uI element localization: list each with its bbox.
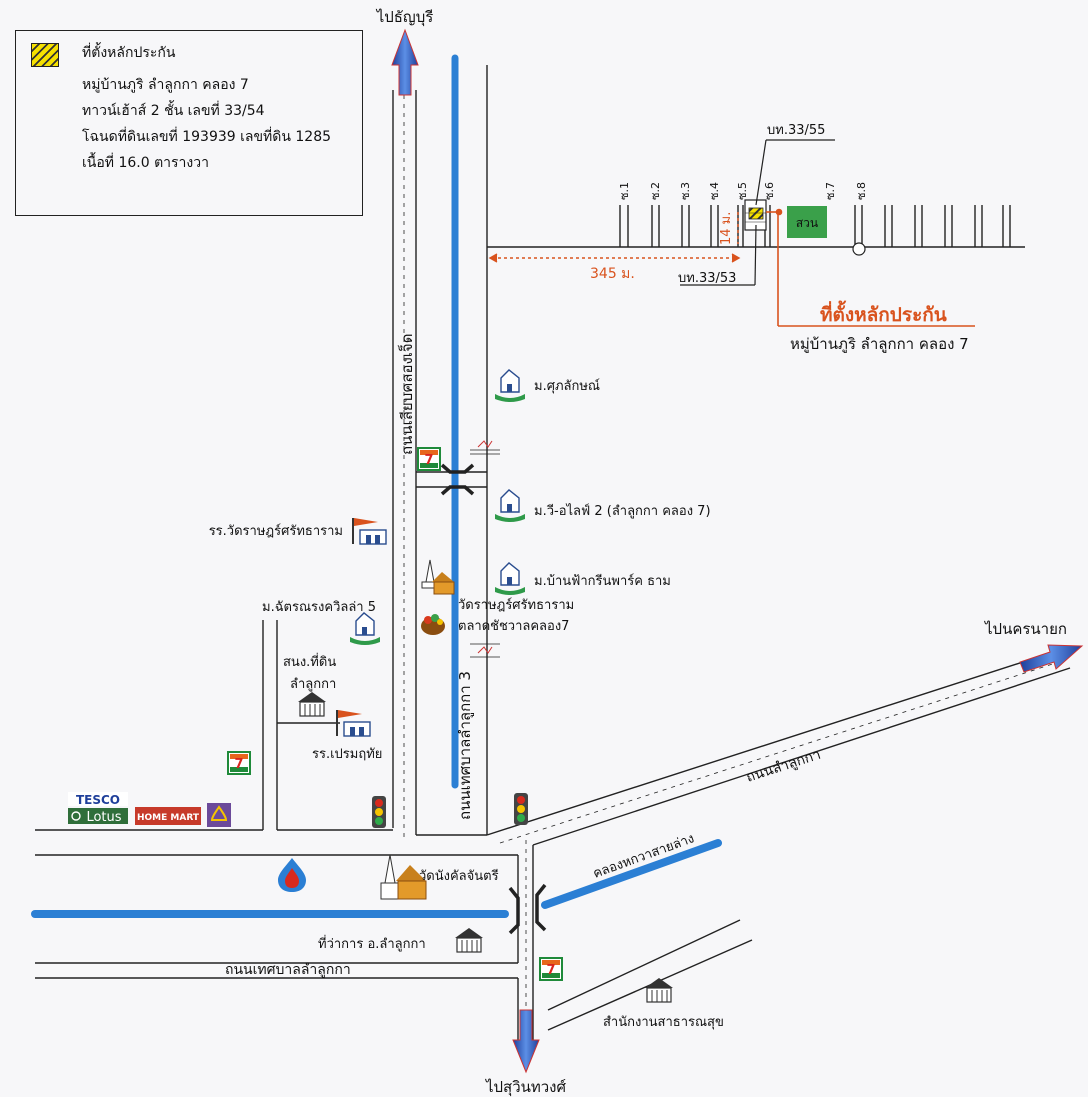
place-health-office: สำนักงานสาธารณสุข [603,1015,724,1030]
road-lam-luk-ka [486,649,1071,846]
roundabout [852,242,866,256]
legend-swatch [31,43,59,67]
traffic-light-icon [372,796,386,828]
road-label-lam-luk-ka: ถนนลำลูกกา [744,747,823,786]
soi-label: ซ.3 [679,182,692,200]
road-left-local [35,620,393,831]
site-leader [766,208,975,327]
arrow-south [512,1009,540,1074]
canal-diagonal [541,839,722,909]
government-building-icon [645,978,673,1003]
village-icon [495,369,525,402]
soi-label: ซ.5 [736,182,749,200]
soi-label: ซ.7 [824,182,837,200]
place-v-life: ม.วี-อไลฟ์ 2 (ลำลูกกา คลอง 7) [534,503,711,519]
village-icon [495,562,525,595]
house-below-label: บท.33/53 [678,271,736,286]
site-subtitle: หมู่บ้านภูริ ลำลูกกา คลอง 7 [790,335,969,353]
svg-text:7: 7 [546,963,555,978]
place-school-prem: รร.เปรมฤทัย [312,747,382,762]
home-mart-logo: HOME MART [135,807,201,825]
place-market: ตลาดชัชวาลคลอง7 [458,619,569,634]
depth-label: 14 ม. [719,212,734,245]
school-icon [352,518,387,545]
svg-text:Lotus: Lotus [86,810,121,825]
legend-box: ที่ตั้งหลักประกัน หมู่บ้านภูริ ลำลูกกา ค… [15,30,363,216]
place-fah-green: ม.บ้านฟ้ากรีนพาร์ค ธาม [534,573,671,589]
svg-text:HOME MART: HOME MART [137,813,200,823]
svg-text:7: 7 [424,453,433,468]
garden-plot [787,206,827,238]
seven-eleven-icon: 7 [539,957,563,981]
place-suphalak: ม.ศุภลักษณ์ [534,378,600,394]
arrow-east [1019,644,1084,673]
site-marker-hatch [748,207,764,220]
bridge-bottom [508,883,547,935]
road-lower-diagonal [547,919,753,1031]
place-land-office: สนง.ที่ดิน [283,653,336,670]
place-district-office: ที่ว่าการ อ.ลำลูกกา [318,935,426,952]
direction-north: ไปธัญบุรี [376,8,434,27]
direction-south: ไปสุวินทวงศ์ [485,1078,567,1097]
soi-label: ซ.8 [855,182,868,200]
government-building-icon [455,928,483,953]
soi-label: ซ.2 [649,182,662,200]
legend-line: ทาวน์เฮ้าส์ 2 ชั้น เลขที่ 33/54 [82,103,265,119]
house-above-label: บท.33/55 [767,123,825,138]
market-icon [421,614,445,635]
place-wat-rat: วัดราษฎร์ศรัทธาราม [458,597,574,613]
legend-line: หมู่บ้านภูริ ลำลูกกา คลอง 7 [82,77,249,93]
place-school-rat: รร.วัดราษฎร์ศรัทธาราม [209,523,343,539]
legend-line: โฉนดที่ดินเลขที่ 193939 เลขที่ดิน 1285 [82,129,332,145]
road-label-bottom: ถนนเทศบาลลำลูกกา [225,962,351,978]
road-label-thetsaban-3: ถนนเทศบาลลำลูกกา 3 [456,671,474,820]
village-icon [495,489,525,522]
house-callouts [680,139,835,286]
site-title: ที่ตั้งหลักประกัน [820,300,947,326]
government-building-icon [298,692,326,717]
bridge-crossing [416,440,500,658]
legend-line: เนื้อที่ 16.0 ตารางวา [82,155,209,171]
gas-station-icon [278,858,306,892]
soi-label: ซ.1 [618,182,631,200]
soi-labels: ซ.1 ซ.2 ซ.3 ซ.4 ซ.5 ซ.6 ซ.7 ซ.8 [618,182,868,200]
place-wat-nang: วัดนังคัลจันตรี [419,868,499,884]
place-chatron: ม.ฉัตรณรงควิลล่า 5 [262,600,376,615]
bank-icon [207,803,231,827]
garden-label: สวน [796,216,818,230]
soi-label: ซ.4 [708,182,721,200]
soi-label: ซ.6 [763,182,776,200]
svg-text:TESCO: TESCO [76,793,120,807]
place-land-office-2: ลำลูกกา [290,677,336,692]
road-label-liap-khlong: ถนนเลียบคลองเจ็ด [397,334,416,455]
distance-label: 345 ม. [590,266,635,282]
distance-marker [488,212,741,263]
road-liap-khlong-chet [392,90,417,840]
temple-icon [421,559,455,595]
school-icon [336,710,371,737]
arrow-north [391,28,419,96]
legend-title: ที่ตั้งหลักประกัน [82,45,176,61]
village-icon [350,612,380,645]
seven-eleven-icon: 7 [417,447,441,471]
temple-icon [380,854,427,900]
direction-east: ไปนครนายก [984,620,1067,638]
seven-eleven-icon: 7 [227,751,251,775]
traffic-light-icon [514,793,528,825]
tesco-lotus-logo: TESCO Lotus [68,792,128,825]
svg-text:7: 7 [234,757,243,772]
